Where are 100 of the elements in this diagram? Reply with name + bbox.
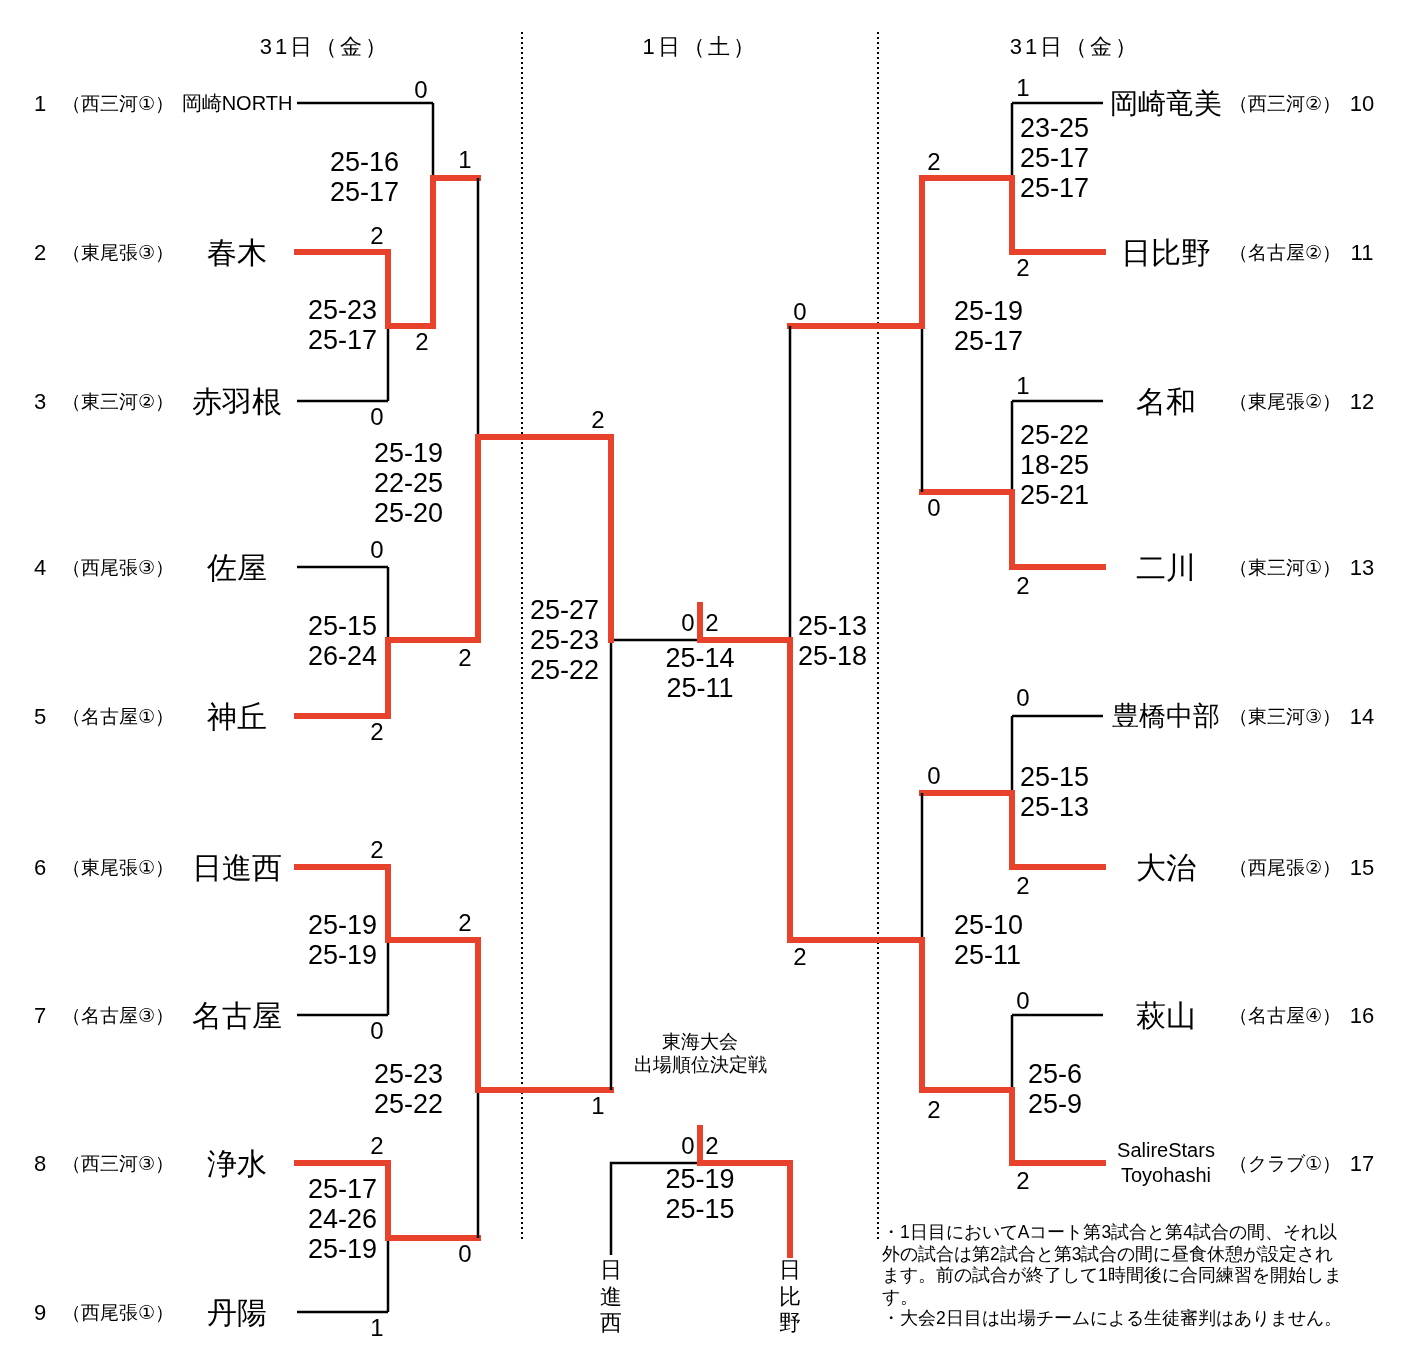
- region-label: （西三河①）: [62, 91, 174, 116]
- set-scores: 25-23 25-17: [308, 295, 379, 355]
- set-count: 1: [458, 146, 472, 174]
- set-scores: 25-10 25-11: [954, 910, 1025, 970]
- set-count: 2: [370, 718, 384, 746]
- set-count: 2: [458, 644, 472, 672]
- note-text: ・1日目においてAコート第3試合と第4試合の間、それ以外の試合は第2試合と第3試合の間に昼食休憩が設定されます。前の試合が終了して1時間後に合同練習を開始します。: [882, 1222, 1343, 1308]
- match-title: 東海大会出場順位決定戦: [632, 1030, 768, 1076]
- bracket-line: [297, 1310, 388, 1314]
- set-scores: 25-17 24-26 25-19: [308, 1174, 379, 1264]
- set-count: 1: [591, 1092, 605, 1120]
- team-name: 日比野: [778, 1257, 802, 1337]
- region-label: （東三河②）: [62, 389, 174, 414]
- bracket-line: [1012, 399, 1103, 403]
- set-scores: 25-22 18-25 25-21: [1020, 420, 1091, 510]
- team-name: 浄水: [207, 1145, 267, 1181]
- region-label: （西尾張③）: [62, 555, 174, 580]
- team-name: 丹陽: [207, 1294, 267, 1330]
- seed-number: 9: [33, 1300, 47, 1326]
- set-scores: 25-23 25-22: [374, 1059, 445, 1119]
- region-label: （東三河③）: [1229, 704, 1341, 729]
- region-label: （名古屋③）: [62, 1003, 174, 1028]
- set-count: 2: [793, 943, 807, 971]
- set-scores: 25-15 26-24: [308, 611, 379, 671]
- set-count: 2: [458, 909, 472, 937]
- seed-number: 2: [33, 240, 47, 266]
- seed-number: 17: [1349, 1151, 1375, 1177]
- seed-number: 5: [33, 704, 47, 730]
- set-count: 2: [370, 1132, 384, 1160]
- set-count: 1: [370, 1314, 384, 1342]
- set-count: 2: [1016, 1167, 1030, 1195]
- seed-number: 3: [33, 389, 47, 415]
- seed-number: 15: [1349, 855, 1375, 881]
- set-scores: 25-19 22-25 25-20: [374, 438, 445, 528]
- set-count: 2: [927, 148, 941, 176]
- bracket-line: [297, 565, 388, 569]
- seed-number: 1: [33, 91, 47, 117]
- set-count: 2: [1016, 254, 1030, 282]
- day-header: 31日（金）: [259, 33, 391, 61]
- day-header: 1日（土）: [642, 33, 758, 61]
- team-name: 佐屋: [207, 549, 267, 585]
- seed-number: 11: [1350, 240, 1374, 266]
- set-count: 1: [1016, 74, 1030, 102]
- set-count: 0: [1016, 684, 1030, 712]
- team-name: 豊橋中部: [1112, 700, 1220, 732]
- team-name: 日進西: [599, 1257, 623, 1337]
- region-label: （名古屋②）: [1229, 240, 1341, 265]
- set-count: 0: [681, 1132, 695, 1160]
- set-count: 0: [370, 403, 384, 431]
- set-count: 2: [370, 836, 384, 864]
- region-label: （東尾張①）: [62, 855, 174, 880]
- set-count: 0: [414, 76, 428, 104]
- set-count: 0: [927, 494, 941, 522]
- set-count: 2: [591, 406, 605, 434]
- set-count: 2: [415, 328, 429, 356]
- region-label: （西三河②）: [1229, 91, 1341, 116]
- bracket-line: [1012, 101, 1103, 105]
- team-name: 日進西: [192, 849, 282, 885]
- team-name: SalireStars Toyohashi: [1116, 1138, 1216, 1188]
- bracket-line: [611, 638, 660, 642]
- set-scores: 25-19 25-15: [664, 1164, 736, 1224]
- set-count: 0: [370, 536, 384, 564]
- team-name: 名古屋: [192, 997, 282, 1033]
- set-scores: 25-19 25-17: [954, 296, 1025, 356]
- set-scores: 25-6 25-9: [1028, 1059, 1084, 1119]
- bracket-line: [297, 1013, 388, 1017]
- team-name: 日比野: [1121, 234, 1211, 270]
- set-count: 0: [370, 1017, 384, 1045]
- region-label: （名古屋①）: [62, 704, 174, 729]
- region-label: （名古屋④）: [1229, 1003, 1341, 1028]
- region-label: （東尾張②）: [1229, 389, 1341, 414]
- set-count: 2: [1016, 572, 1030, 600]
- set-count: 1: [1016, 372, 1030, 400]
- set-count: 0: [793, 298, 807, 326]
- bracket-line: [297, 399, 388, 403]
- seed-number: 8: [33, 1151, 47, 1177]
- bracket-line: [609, 1161, 660, 1255]
- set-count: 2: [705, 609, 719, 637]
- seed-number: 13: [1349, 555, 1375, 581]
- region-label: （西尾張②）: [1229, 855, 1341, 880]
- day-header: 31日（金）: [1009, 33, 1141, 61]
- team-name: 岡崎NORTH: [181, 90, 293, 116]
- region-label: （西三河③）: [62, 1151, 174, 1176]
- set-count: 2: [1016, 872, 1030, 900]
- region-label: （東尾張③）: [62, 240, 174, 265]
- set-count: 0: [458, 1240, 472, 1268]
- set-count: 2: [370, 222, 384, 250]
- set-scores: 25-16 25-17: [330, 147, 401, 207]
- set-count: 0: [927, 762, 941, 790]
- bracket-line: [297, 101, 433, 105]
- team-name: 名和: [1136, 383, 1196, 419]
- seed-number: 16: [1349, 1003, 1375, 1029]
- set-count: 0: [681, 609, 695, 637]
- seed-number: 6: [33, 855, 47, 881]
- set-count: 2: [705, 1132, 719, 1160]
- set-count: 2: [927, 1096, 941, 1124]
- set-scores: 25-13 25-18: [798, 611, 869, 671]
- seed-number: 7: [33, 1003, 47, 1029]
- seed-number: 10: [1349, 91, 1375, 117]
- set-scores: 23-25 25-17 25-17: [1020, 113, 1091, 203]
